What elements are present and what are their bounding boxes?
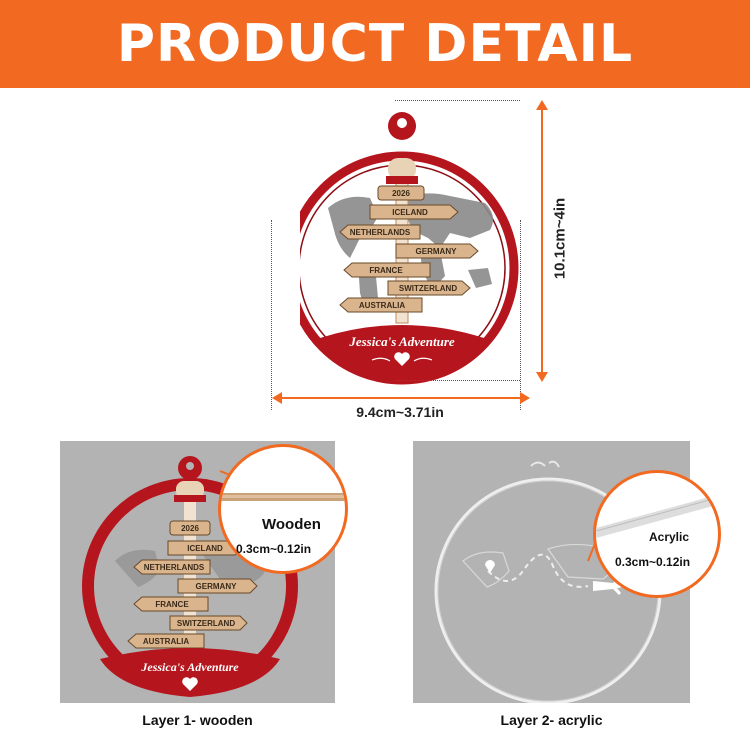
map-pin-icon — [485, 559, 495, 573]
arrow-right-icon — [520, 392, 530, 404]
acrylic-thickness-callout — [593, 470, 721, 598]
header-banner: PRODUCT DETAIL — [0, 0, 750, 88]
wooden-material-label: Wooden — [262, 516, 321, 533]
dimension-guide-left — [271, 220, 272, 410]
layer1-panel: 2026 ICELAND NETHERLANDS GERMANY FRANCE … — [60, 441, 335, 703]
page-title: PRODUCT DETAIL — [116, 14, 634, 74]
svg-text:AUSTRALIA: AUSTRALIA — [359, 301, 405, 310]
acrylic-thickness-label: 0.3cm~0.12in — [615, 555, 691, 569]
ornament-name-text: Jessica's Adventure — [348, 334, 455, 349]
wooden-thickness-callout — [218, 444, 348, 574]
svg-text:NETHERLANDS: NETHERLANDS — [144, 563, 205, 572]
ornament-main-image: 2026 ICELAND NETHERLANDS GERMANY FRANCE … — [300, 112, 519, 385]
dimension-guide-bottom — [395, 380, 520, 381]
svg-text:SWITZERLAND: SWITZERLAND — [399, 284, 457, 293]
svg-text:Jessica's Adventure: Jessica's Adventure — [140, 660, 239, 674]
heart-icon — [394, 352, 410, 366]
svg-text:NETHERLANDS: NETHERLANDS — [350, 228, 411, 237]
layer1-caption: Layer 1- wooden — [142, 712, 253, 728]
svg-text:FRANCE: FRANCE — [155, 600, 189, 609]
dimension-guide-top — [395, 100, 520, 101]
heart-icon — [182, 677, 198, 691]
arrow-up-icon — [536, 100, 548, 110]
svg-text:ICELAND: ICELAND — [392, 208, 428, 217]
width-label: 9.4cm~3.71in — [356, 404, 444, 420]
svg-text:2026: 2026 — [181, 524, 199, 533]
svg-text:AUSTRALIA: AUSTRALIA — [143, 637, 189, 646]
dimension-guide-right — [520, 220, 521, 410]
year-sign: 2026 — [392, 189, 410, 198]
svg-text:ICELAND: ICELAND — [187, 544, 223, 553]
svg-text:GERMANY: GERMANY — [416, 247, 458, 256]
height-dimension-line — [541, 108, 543, 376]
svg-text:SWITZERLAND: SWITZERLAND — [177, 619, 235, 628]
svg-text:GERMANY: GERMANY — [196, 582, 238, 591]
acrylic-material-label: Acrylic — [649, 530, 690, 544]
svg-text:FRANCE: FRANCE — [369, 266, 403, 275]
arrow-left-icon — [272, 392, 282, 404]
arrow-down-icon — [536, 372, 548, 382]
layer2-caption: Layer 2- acrylic — [500, 712, 603, 728]
width-dimension-line — [276, 397, 524, 399]
wooden-thickness-label: 0.3cm~0.12in — [236, 542, 312, 556]
